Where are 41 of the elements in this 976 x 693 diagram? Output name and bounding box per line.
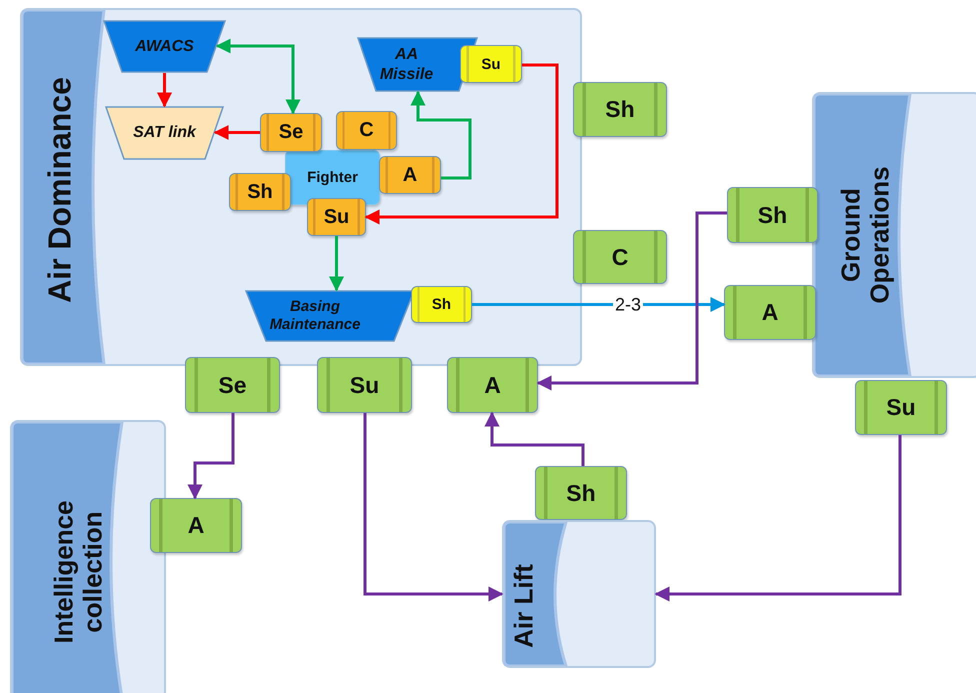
connector-arrow	[536, 212, 727, 390]
connector-arrow	[214, 125, 260, 140]
capability-tag: C	[336, 111, 397, 150]
capability-tag: Se	[185, 357, 280, 413]
capability-tag: Su	[317, 357, 412, 413]
capability-tag: A	[724, 285, 816, 340]
panel-title: Ground Operations	[836, 165, 894, 306]
capability-tag: Su	[855, 380, 947, 435]
node-label: AA Missile	[378, 45, 434, 84]
panel-title: Air Dominance	[42, 76, 78, 305]
connector-arrow	[216, 38, 300, 114]
connector-arrow	[654, 435, 902, 602]
panel-title: Intelligence collection	[49, 499, 107, 646]
capability-tag: Se	[260, 113, 322, 152]
capability-tag: Su	[460, 45, 522, 83]
node-label: AWACS	[135, 36, 194, 56]
node-label: SAT link	[133, 123, 196, 143]
connector-arrow	[410, 90, 472, 180]
panel-title: Air Lift	[510, 563, 538, 650]
group-panel	[812, 92, 976, 378]
capability-tag: Sh	[229, 173, 291, 211]
capability-tag: Sh	[535, 466, 627, 520]
connector-arrow	[484, 412, 584, 466]
capability-tag: A	[447, 357, 538, 413]
connector-arrow	[472, 297, 726, 312]
capability-tag: Sh	[727, 187, 818, 243]
connector-arrow	[188, 413, 234, 500]
capability-tag: A	[379, 156, 441, 194]
connector-arrow	[364, 413, 504, 602]
capability-tag: A	[150, 498, 242, 553]
capability-tag: Sh	[411, 286, 472, 323]
group-panel	[10, 420, 166, 693]
node-label: Basing Maintenance	[268, 298, 362, 334]
group-panel	[502, 520, 656, 668]
capability-tag: C	[573, 230, 667, 284]
connector-arrow	[157, 73, 172, 108]
group-panel	[20, 8, 582, 366]
connector-arrow	[364, 64, 558, 224]
connector-arrow	[329, 236, 344, 292]
capability-tag: Sh	[573, 82, 667, 137]
capability-tag: Su	[307, 198, 366, 236]
